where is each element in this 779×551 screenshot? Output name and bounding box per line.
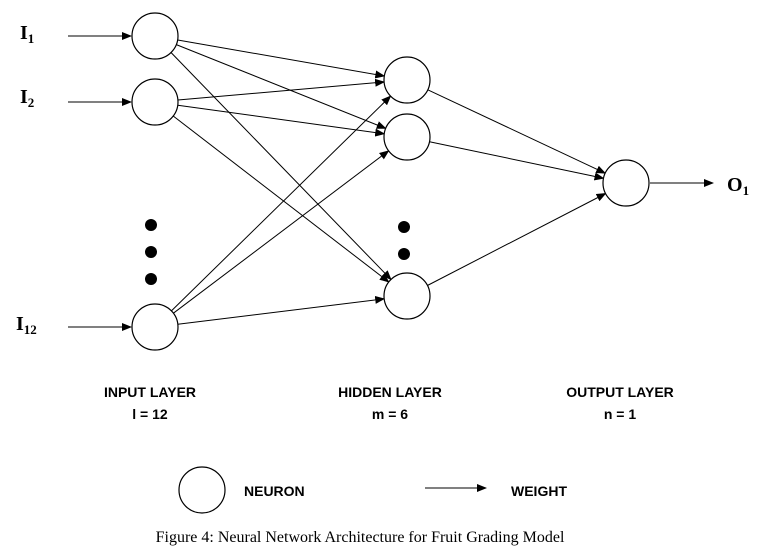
legend-weight-label: WEIGHT — [511, 483, 567, 499]
input-layer-param: l = 12 — [132, 406, 168, 422]
ellipsis-dot — [398, 248, 410, 260]
weight-edge — [171, 95, 392, 312]
output-label: O1 — [727, 174, 749, 198]
input-label-base: I — [20, 22, 28, 44]
input-label-base: I — [16, 313, 24, 335]
legend-neuron-symbol — [178, 466, 226, 514]
hidden-layer-title: HIDDEN LAYER — [338, 384, 442, 400]
output-label-subscript: 1 — [743, 183, 750, 198]
legend-neuron-label: NEURON — [244, 483, 305, 499]
ellipsis-dot — [145, 219, 157, 231]
output-label-base: O — [727, 174, 743, 196]
ellipsis-dot — [145, 246, 157, 258]
figure-caption: Figure 4: Neural Network Architecture fo… — [156, 529, 565, 546]
ellipsis-dot — [145, 273, 157, 285]
input-neuron-1 — [131, 12, 179, 60]
input-neuron-2 — [131, 78, 179, 126]
input-layer-title: INPUT LAYER — [104, 384, 196, 400]
input-label-1: I1 — [20, 22, 34, 46]
hidden-neuron-2 — [383, 113, 431, 161]
weight-edge — [427, 89, 607, 174]
weight-edge — [173, 150, 390, 314]
hidden-neuron-6 — [383, 272, 431, 320]
weight-edge — [177, 78, 386, 101]
weight-connections — [170, 39, 607, 325]
input-label-subscript: 12 — [24, 322, 37, 337]
weight-edge — [177, 104, 386, 137]
input-label-subscript: 1 — [28, 31, 35, 46]
input-label-base: I — [20, 86, 28, 108]
output-neuron — [602, 159, 650, 207]
input-label-2: I2 — [20, 86, 34, 110]
weight-edge — [176, 44, 387, 129]
weight-edge — [427, 193, 607, 286]
weight-edge — [177, 295, 386, 325]
weight-edge — [177, 39, 386, 79]
weight-edge — [172, 115, 390, 283]
input-ellipsis — [145, 219, 157, 285]
input-label-subscript: 2 — [28, 95, 35, 110]
hidden-ellipsis — [398, 221, 410, 260]
hidden-neuron-1 — [383, 56, 431, 104]
ellipsis-dot — [398, 221, 410, 233]
output-layer-param: n = 1 — [604, 406, 637, 422]
weight-edge — [170, 52, 392, 281]
output-layer-title: OUTPUT LAYER — [566, 384, 674, 400]
hidden-layer-param: m = 6 — [372, 406, 408, 422]
input-label-12: I12 — [16, 313, 37, 337]
weight-edge — [429, 141, 605, 181]
input-neuron-12 — [131, 303, 179, 351]
